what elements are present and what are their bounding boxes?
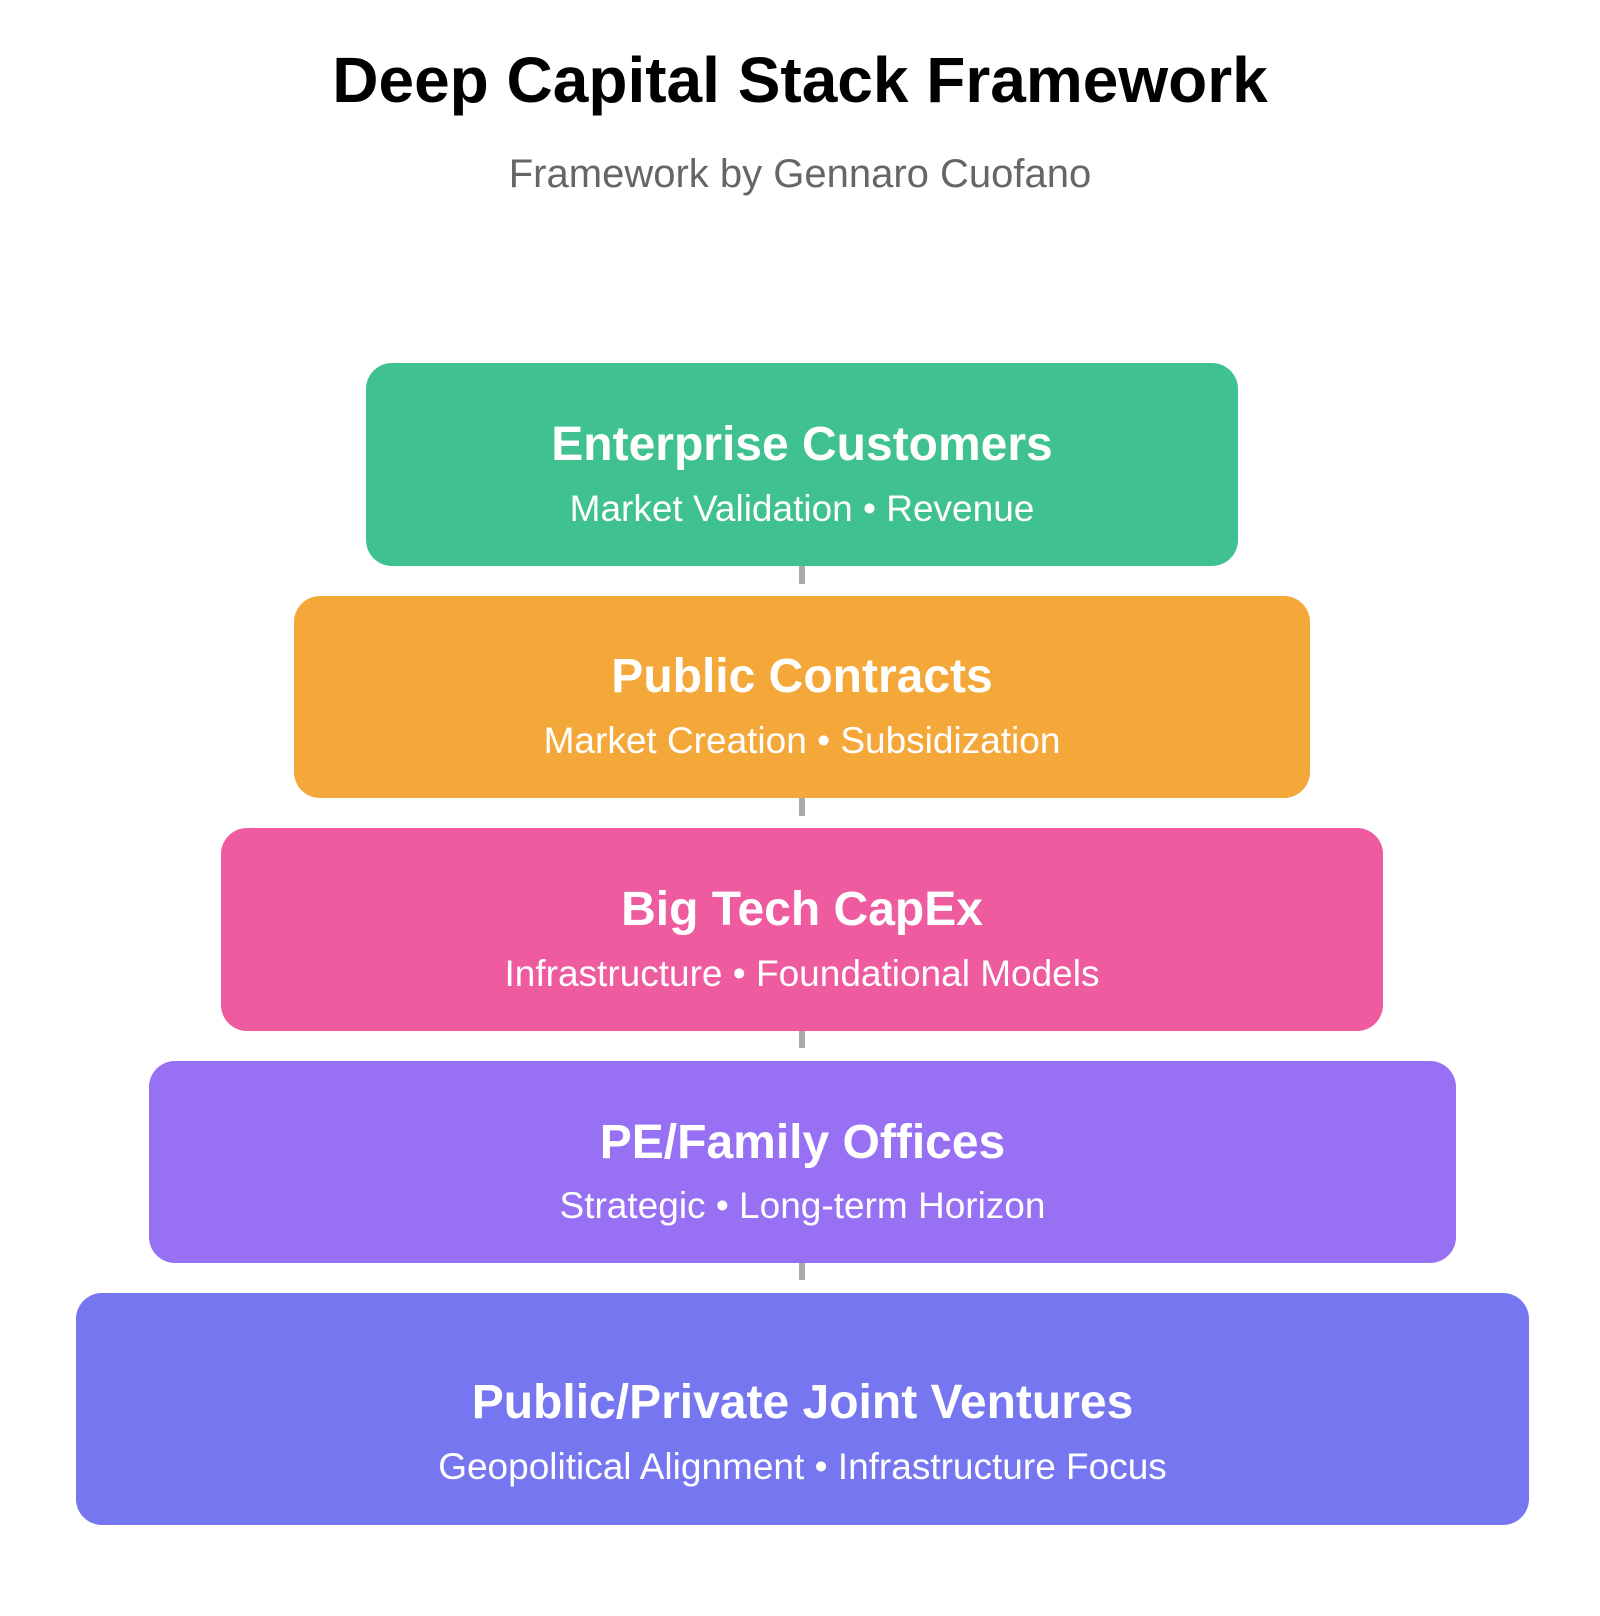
layer-big-tech-capex: Big Tech CapEx Infrastructure • Foundati… (221, 828, 1383, 1031)
layer-subtitle: Market Validation • Revenue (569, 488, 1035, 529)
page-title: Deep Capital Stack Framework (332, 44, 1268, 116)
connector-4-5 (799, 1262, 805, 1280)
layer-title: Public/Private Joint Ventures (471, 1376, 1134, 1429)
layer-title: PE/Family Offices (599, 1116, 1006, 1169)
layer-pe-family-offices: PE/Family Offices Strategic • Long-term … (149, 1061, 1456, 1263)
layer-public-private-joint-ventures: Public/Private Joint Ventures Geopolitic… (76, 1293, 1529, 1525)
layer-enterprise-customers: Enterprise Customers Market Validation •… (366, 363, 1238, 566)
layer-title: Enterprise Customers (551, 418, 1053, 471)
layer-subtitle: Geopolitical Alignment • Infrastructure … (438, 1446, 1167, 1487)
layer-subtitle: Market Creation • Subsidization (543, 720, 1061, 761)
connector-1-2 (799, 566, 805, 584)
layer-subtitle: Infrastructure • Foundational Models (504, 953, 1100, 994)
layer-public-contracts: Public Contracts Market Creation • Subsi… (294, 596, 1310, 798)
page-subtitle: Framework by Gennaro Cuofano (508, 152, 1092, 196)
connector-2-3 (799, 798, 805, 816)
layer-title: Public Contracts (611, 650, 993, 703)
layer-title: Big Tech CapEx (621, 883, 983, 936)
layer-subtitle: Strategic • Long-term Horizon (559, 1185, 1046, 1226)
connector-3-4 (799, 1030, 805, 1048)
